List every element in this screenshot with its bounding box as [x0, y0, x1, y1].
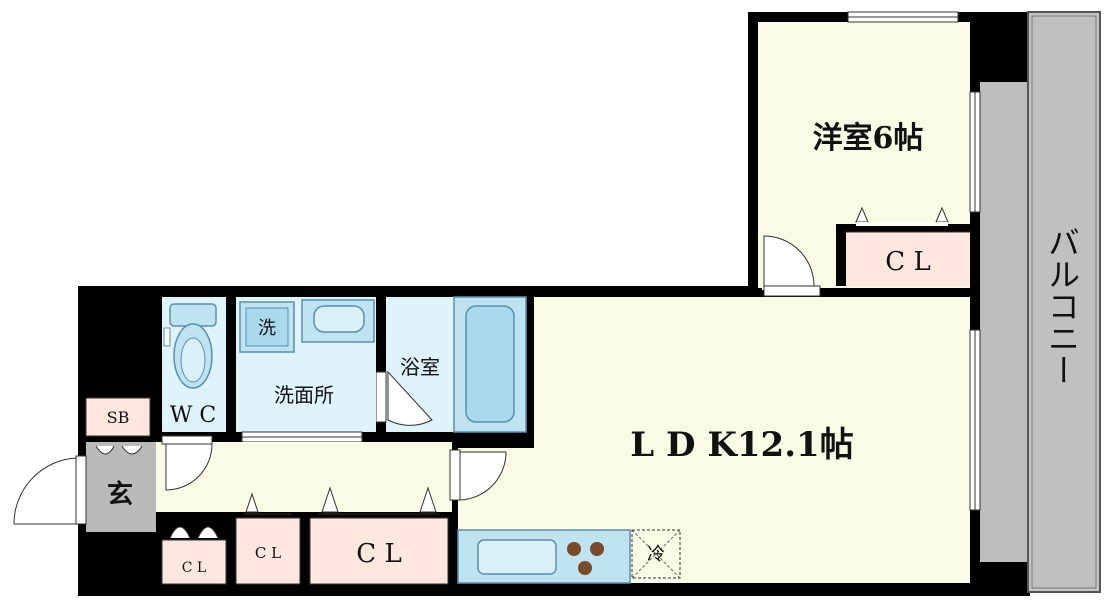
- closet-small-b-label: C L: [255, 544, 281, 562]
- closet-upper-label: C L: [885, 247, 930, 277]
- hallway: [156, 435, 507, 512]
- ldk-label: L D K12.1帖: [630, 425, 853, 465]
- closet-upper: [836, 206, 970, 286]
- balcony: [980, 11, 1101, 593]
- western-room-door: [762, 232, 821, 297]
- fridge: [631, 529, 681, 579]
- closet-large-label: C L: [356, 539, 401, 569]
- wc: [162, 297, 226, 432]
- shoebox-label: SB: [107, 408, 130, 427]
- washroom: [236, 297, 376, 443]
- wc-label: W C: [170, 403, 216, 428]
- bathroom: [375, 296, 527, 433]
- bath-label: 浴室: [400, 355, 440, 379]
- closet-small-a: [161, 526, 227, 585]
- washer-label: 洗: [258, 318, 276, 339]
- entrance-label: 玄: [107, 479, 133, 510]
- entrance: [13, 397, 156, 532]
- western-room-label: 洋室6帖: [813, 121, 924, 156]
- closet-large: [309, 486, 449, 585]
- balcony-label: バルコニー: [1043, 226, 1081, 386]
- kitchen-counter: [457, 529, 631, 584]
- closet-small-a-label: C L: [182, 560, 206, 576]
- fridge-label: 冷: [647, 544, 665, 565]
- washroom-label: 洗面所: [274, 383, 334, 407]
- closet-small-b: [235, 492, 301, 585]
